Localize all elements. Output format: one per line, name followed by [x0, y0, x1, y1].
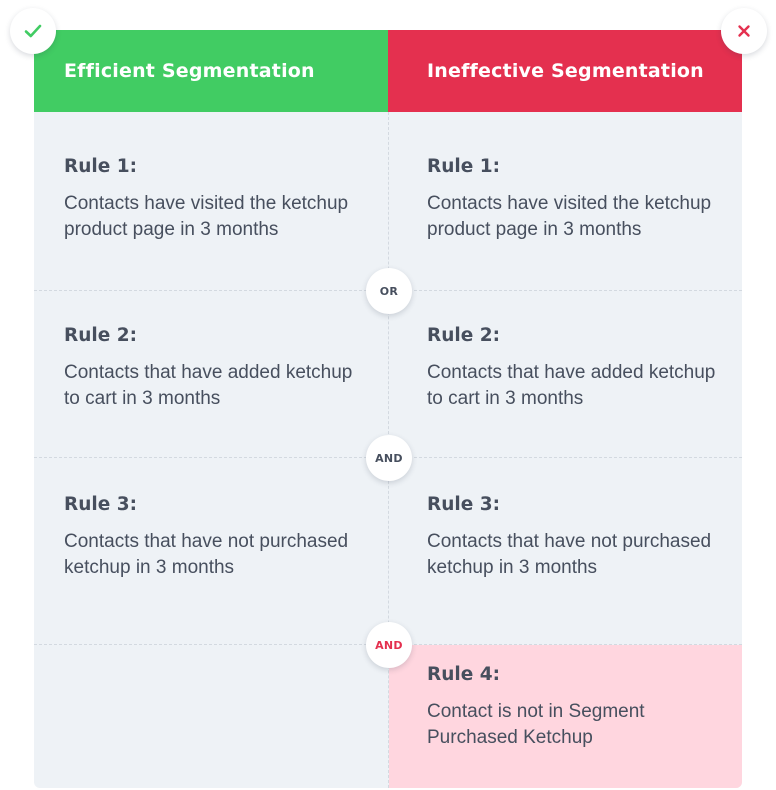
rule-title: Rule 4:	[427, 664, 501, 685]
ineffective-rule-2: Rule 2: Contacts that have added ketchup…	[427, 324, 727, 411]
extra-rule-highlight	[389, 645, 742, 788]
rule-title: Rule 3:	[427, 494, 501, 515]
ineffective-header: Ineffective Segmentation	[388, 30, 742, 112]
ineffective-header-label: Ineffective Segmentation	[427, 60, 704, 82]
rule-title: Rule 1:	[427, 156, 501, 177]
close-badge	[721, 8, 767, 54]
connector-label: OR	[379, 284, 399, 298]
efficient-header: Efficient Segmentation	[34, 30, 388, 112]
ineffective-rule-1: Rule 1: Contacts have visited the ketchu…	[427, 155, 727, 242]
rule-text: Contacts that have not purchased ketchup…	[64, 531, 349, 578]
connector-or-badge: OR	[366, 268, 412, 314]
rule-text: Contacts that have added ketchup to cart…	[64, 362, 353, 409]
connector-label: AND	[375, 638, 403, 652]
efficient-rule-1: Rule 1: Contacts have visited the ketchu…	[64, 155, 364, 242]
ineffective-rule-3: Rule 3: Contacts that have not purchased…	[427, 493, 727, 580]
rule-title: Rule 1:	[64, 156, 138, 177]
connector-label: AND	[375, 451, 403, 465]
efficient-rule-3: Rule 3: Contacts that have not purchased…	[64, 493, 364, 580]
check-badge	[10, 8, 56, 54]
efficient-rule-2: Rule 2: Contacts that have added ketchup…	[64, 324, 364, 411]
check-icon	[24, 24, 42, 38]
efficient-header-label: Efficient Segmentation	[64, 60, 315, 82]
close-icon	[738, 25, 750, 37]
connector-and-badge: AND	[366, 435, 412, 481]
rule-title: Rule 2:	[64, 325, 138, 346]
rule-text: Contacts that have not purchased ketchup…	[427, 531, 712, 578]
ineffective-rule-4: Rule 4: Contact is not in Segment Purcha…	[427, 663, 727, 750]
rule-title: Rule 3:	[64, 494, 138, 515]
rule-text: Contacts have visited the ketchup produc…	[427, 193, 712, 240]
rule-text: Contacts have visited the ketchup produc…	[64, 193, 349, 240]
rule-text: Contacts that have added ketchup to cart…	[427, 362, 716, 409]
rule-text: Contact is not in Segment Purchased Ketc…	[427, 701, 645, 748]
connector-and-badge-highlight: AND	[366, 622, 412, 668]
rule-title: Rule 2:	[427, 325, 501, 346]
